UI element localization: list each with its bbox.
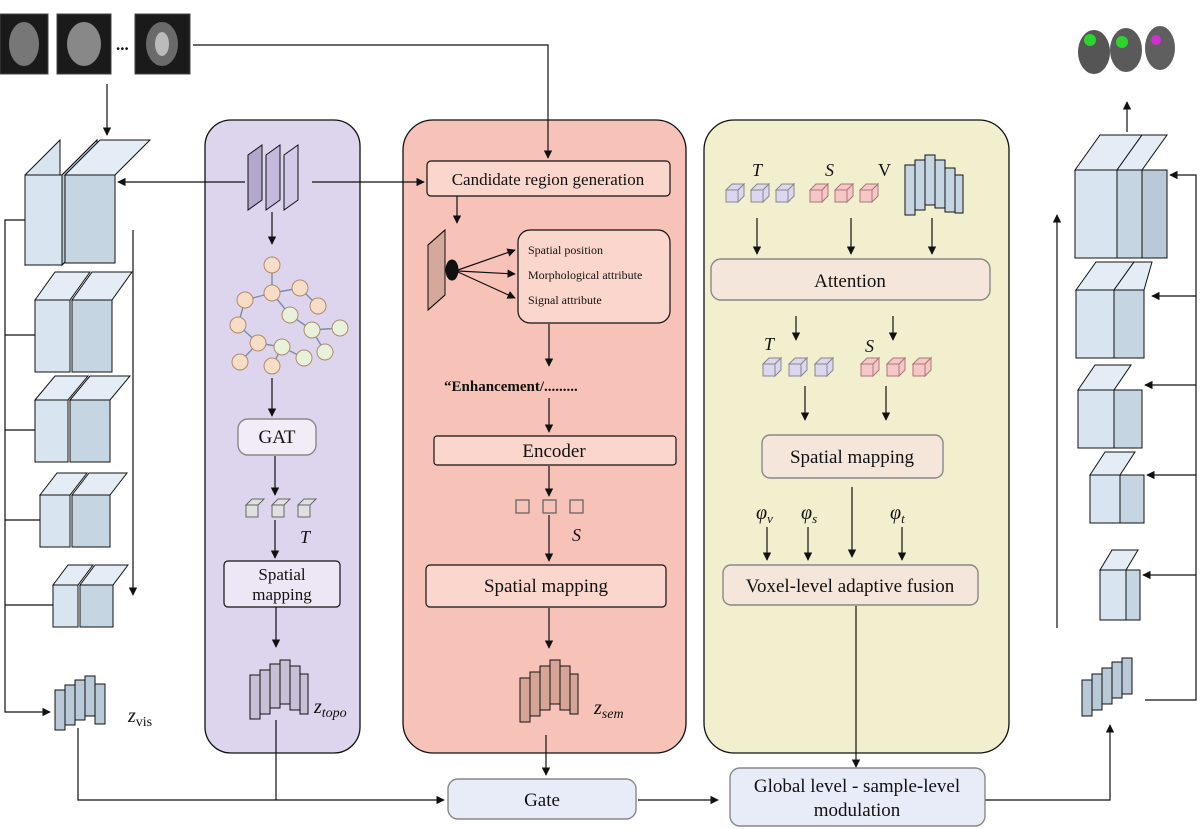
fusion-t-symbol-top: T bbox=[752, 160, 764, 180]
gat-box bbox=[237, 418, 317, 456]
sem-spatial-mapping-label: Spatial mapping bbox=[484, 576, 609, 597]
decoder-stack bbox=[1074, 134, 1168, 621]
encoder-stack bbox=[24, 138, 152, 628]
global-modulation-box bbox=[729, 767, 986, 827]
attr-morphological: Morphological attribute bbox=[528, 268, 642, 282]
left-skip-connections bbox=[4, 84, 138, 717]
gate-box bbox=[447, 778, 637, 820]
candidate-region-volume bbox=[427, 228, 459, 312]
encoder-label: Encoder bbox=[522, 441, 586, 462]
zvis-feature-block bbox=[54, 675, 106, 731]
phi-v-label: φv bbox=[756, 502, 773, 526]
topo-spatial-mapping-box bbox=[223, 560, 341, 608]
right-skip-connections bbox=[1052, 101, 1197, 701]
topo-t-symbol: T bbox=[300, 527, 312, 547]
topo-spatial-label-1: Spatial bbox=[258, 565, 305, 584]
voxel-fusion-box bbox=[722, 564, 979, 606]
fusion-v-symbol: V bbox=[878, 160, 891, 180]
attention-box bbox=[710, 258, 991, 301]
gat-label: GAT bbox=[259, 427, 296, 448]
fusion-spatial-mapping-label: Spatial mapping bbox=[790, 447, 915, 468]
fusion-s-symbol-mid: S bbox=[865, 336, 874, 356]
input-mri-slices bbox=[0, 13, 191, 75]
phi-s-label: φs bbox=[801, 502, 817, 526]
slices-ellipsis: ... bbox=[116, 35, 129, 54]
fusion-s-symbol-top: S bbox=[825, 160, 834, 180]
t-cubes-fusion-mid bbox=[761, 356, 835, 378]
t-cubes-topo bbox=[244, 498, 318, 518]
s-squares-sem bbox=[515, 499, 584, 514]
phi-t-label: φt bbox=[890, 502, 905, 526]
voxel-fusion-label: Voxel-level adaptive fusion bbox=[746, 576, 955, 597]
v-feature-block bbox=[904, 154, 964, 216]
zsem-feature-block bbox=[519, 659, 579, 723]
global-modulation-label-1: Global level - sample-level bbox=[754, 776, 960, 797]
sem-s-symbol: S bbox=[572, 525, 581, 545]
ztopo-label: ztopo bbox=[313, 696, 347, 721]
candidate-region-box bbox=[426, 160, 671, 197]
sem-spatial-mapping-box bbox=[425, 564, 667, 608]
enhancement-text: “Enhancement/......... bbox=[444, 379, 578, 395]
fusion-spatial-mapping-box bbox=[761, 434, 944, 479]
s-cubes-fusion-mid bbox=[859, 356, 933, 378]
encoder-box bbox=[433, 435, 677, 466]
topo-spatial-label-2: mapping bbox=[252, 585, 312, 604]
decoder-output-feature bbox=[1081, 657, 1133, 717]
global-modulation-label-2: modulation bbox=[814, 800, 901, 821]
output-segmentation-slices bbox=[1078, 26, 1175, 74]
s-cubes-fusion-top bbox=[808, 182, 880, 204]
attention-label: Attention bbox=[814, 271, 886, 292]
top-connector bbox=[193, 44, 553, 159]
attributes-box bbox=[517, 229, 671, 324]
topo-input-feature bbox=[247, 144, 299, 211]
attr-spatial-position: Spatial position bbox=[528, 243, 603, 257]
candidate-region-label: Candidate region generation bbox=[452, 170, 645, 189]
t-cubes-fusion-top bbox=[724, 182, 796, 204]
attr-signal: Signal attribute bbox=[528, 293, 602, 307]
ztopo-feature-block bbox=[249, 659, 309, 720]
gate-label: Gate bbox=[524, 790, 560, 811]
zsem-label: zsem bbox=[593, 697, 624, 722]
zvis-label: zvis bbox=[127, 705, 152, 730]
fusion-t-symbol-mid: T bbox=[764, 334, 776, 354]
